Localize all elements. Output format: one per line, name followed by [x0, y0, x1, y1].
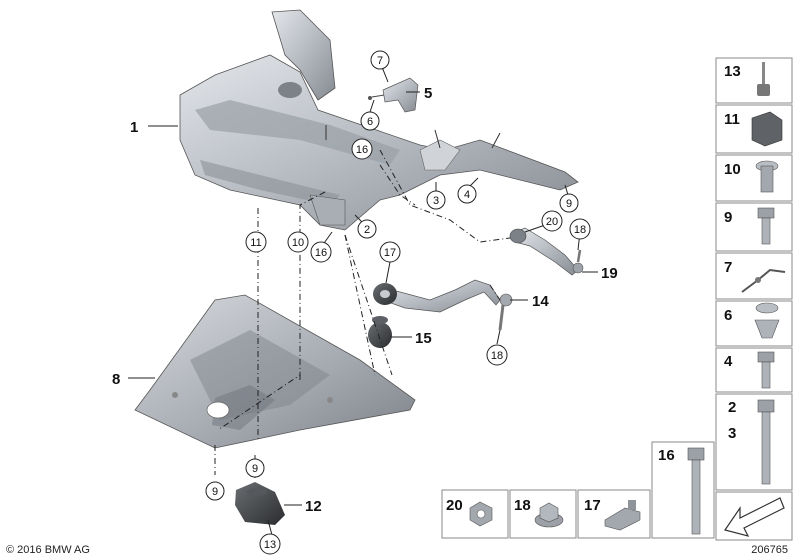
svg-text:18: 18	[574, 224, 586, 236]
callout-2: 2	[357, 219, 377, 239]
svg-text:16: 16	[658, 447, 675, 464]
legend-item-7: 7	[724, 259, 786, 293]
callout-4: 4	[457, 184, 477, 204]
callout-18-lower: 18	[486, 344, 508, 366]
callout-12: 12	[305, 498, 322, 515]
callout-9-upper: 9	[559, 193, 579, 213]
leader-lines	[128, 61, 598, 536]
svg-text:13: 13	[264, 539, 276, 551]
callout-10: 10	[287, 231, 309, 253]
svg-text:17: 17	[384, 247, 396, 259]
tension-strut-part-19	[509, 227, 584, 276]
legend-item-17: 17	[584, 497, 641, 531]
svg-text:15: 15	[415, 330, 432, 347]
callout-20: 20	[541, 210, 563, 232]
svg-text:4: 4	[464, 189, 470, 201]
arrow-icon	[724, 497, 785, 537]
legend-item-13: 13	[724, 62, 770, 96]
front-axle-subframe	[179, 9, 579, 231]
svg-text:6: 6	[367, 116, 373, 128]
svg-text:17: 17	[584, 497, 601, 514]
svg-text:5: 5	[424, 85, 432, 102]
svg-text:3: 3	[728, 425, 736, 442]
svg-text:2: 2	[364, 224, 370, 236]
svg-text:1: 1	[130, 119, 138, 136]
legend-item-20: 20	[446, 497, 493, 527]
callout-16-upper: 16	[351, 138, 373, 160]
callout-1: 1	[130, 119, 138, 136]
callout-18-right: 18	[569, 218, 591, 240]
svg-text:9: 9	[724, 209, 732, 226]
svg-text:2: 2	[728, 399, 736, 416]
svg-text:4: 4	[724, 353, 733, 370]
legend-item-10: 10	[724, 160, 779, 193]
svg-text:3: 3	[433, 195, 439, 207]
legend-item-4: 4	[724, 351, 775, 389]
svg-text:6: 6	[724, 307, 732, 324]
svg-text:10: 10	[724, 161, 741, 178]
svg-text:9: 9	[252, 463, 258, 475]
legend-item-18: 18	[514, 497, 564, 528]
svg-text:10: 10	[292, 237, 304, 249]
svg-text:7: 7	[724, 259, 732, 276]
rubber-stop-part-12	[235, 482, 285, 525]
svg-text:20: 20	[446, 497, 463, 514]
callout-9-middle: 9	[245, 458, 265, 478]
svg-text:18: 18	[491, 350, 503, 362]
callout-14: 14	[532, 293, 549, 310]
svg-text:11: 11	[250, 237, 261, 249]
diagram-number: 206765	[751, 544, 788, 556]
svg-text:9: 9	[566, 198, 572, 210]
callout-9-lower: 9	[205, 481, 225, 501]
callout-17: 17	[379, 241, 401, 263]
svg-text:9: 9	[212, 486, 218, 498]
callout-3: 3	[426, 190, 446, 210]
callout-7: 7	[370, 50, 390, 70]
callout-5: 5	[424, 85, 432, 102]
copyright-text: © 2016 BMW AG	[6, 544, 90, 556]
svg-text:7: 7	[377, 55, 383, 67]
legend-item-16: 16	[658, 447, 705, 535]
callout-11: 11	[245, 231, 267, 253]
callout-13: 13	[259, 533, 281, 555]
svg-text:13: 13	[724, 63, 741, 80]
legend-item-6: 6	[724, 302, 780, 339]
legend-item-11: 11	[724, 111, 783, 147]
svg-text:14: 14	[532, 293, 549, 310]
callout-15: 15	[415, 330, 432, 347]
legend-item-2-3: 2 3	[728, 399, 775, 485]
svg-text:12: 12	[305, 498, 322, 515]
underbody-shield-plate	[134, 294, 416, 449]
callout-16-lower: 16	[310, 241, 332, 263]
svg-text:11: 11	[724, 111, 740, 128]
callout-19: 19	[601, 265, 618, 282]
svg-text:16: 16	[356, 144, 368, 156]
svg-text:20: 20	[546, 216, 558, 228]
bracket-part-5	[368, 77, 419, 113]
svg-text:18: 18	[514, 497, 531, 514]
legend-item-9: 9	[724, 207, 775, 245]
callout-6: 6	[360, 111, 380, 131]
svg-text:16: 16	[315, 247, 327, 259]
svg-text:8: 8	[112, 371, 120, 388]
rubber-bushing-part-15	[368, 316, 392, 348]
callout-8: 8	[112, 371, 120, 388]
control-arm-part-14	[373, 279, 513, 331]
svg-text:19: 19	[601, 265, 618, 282]
